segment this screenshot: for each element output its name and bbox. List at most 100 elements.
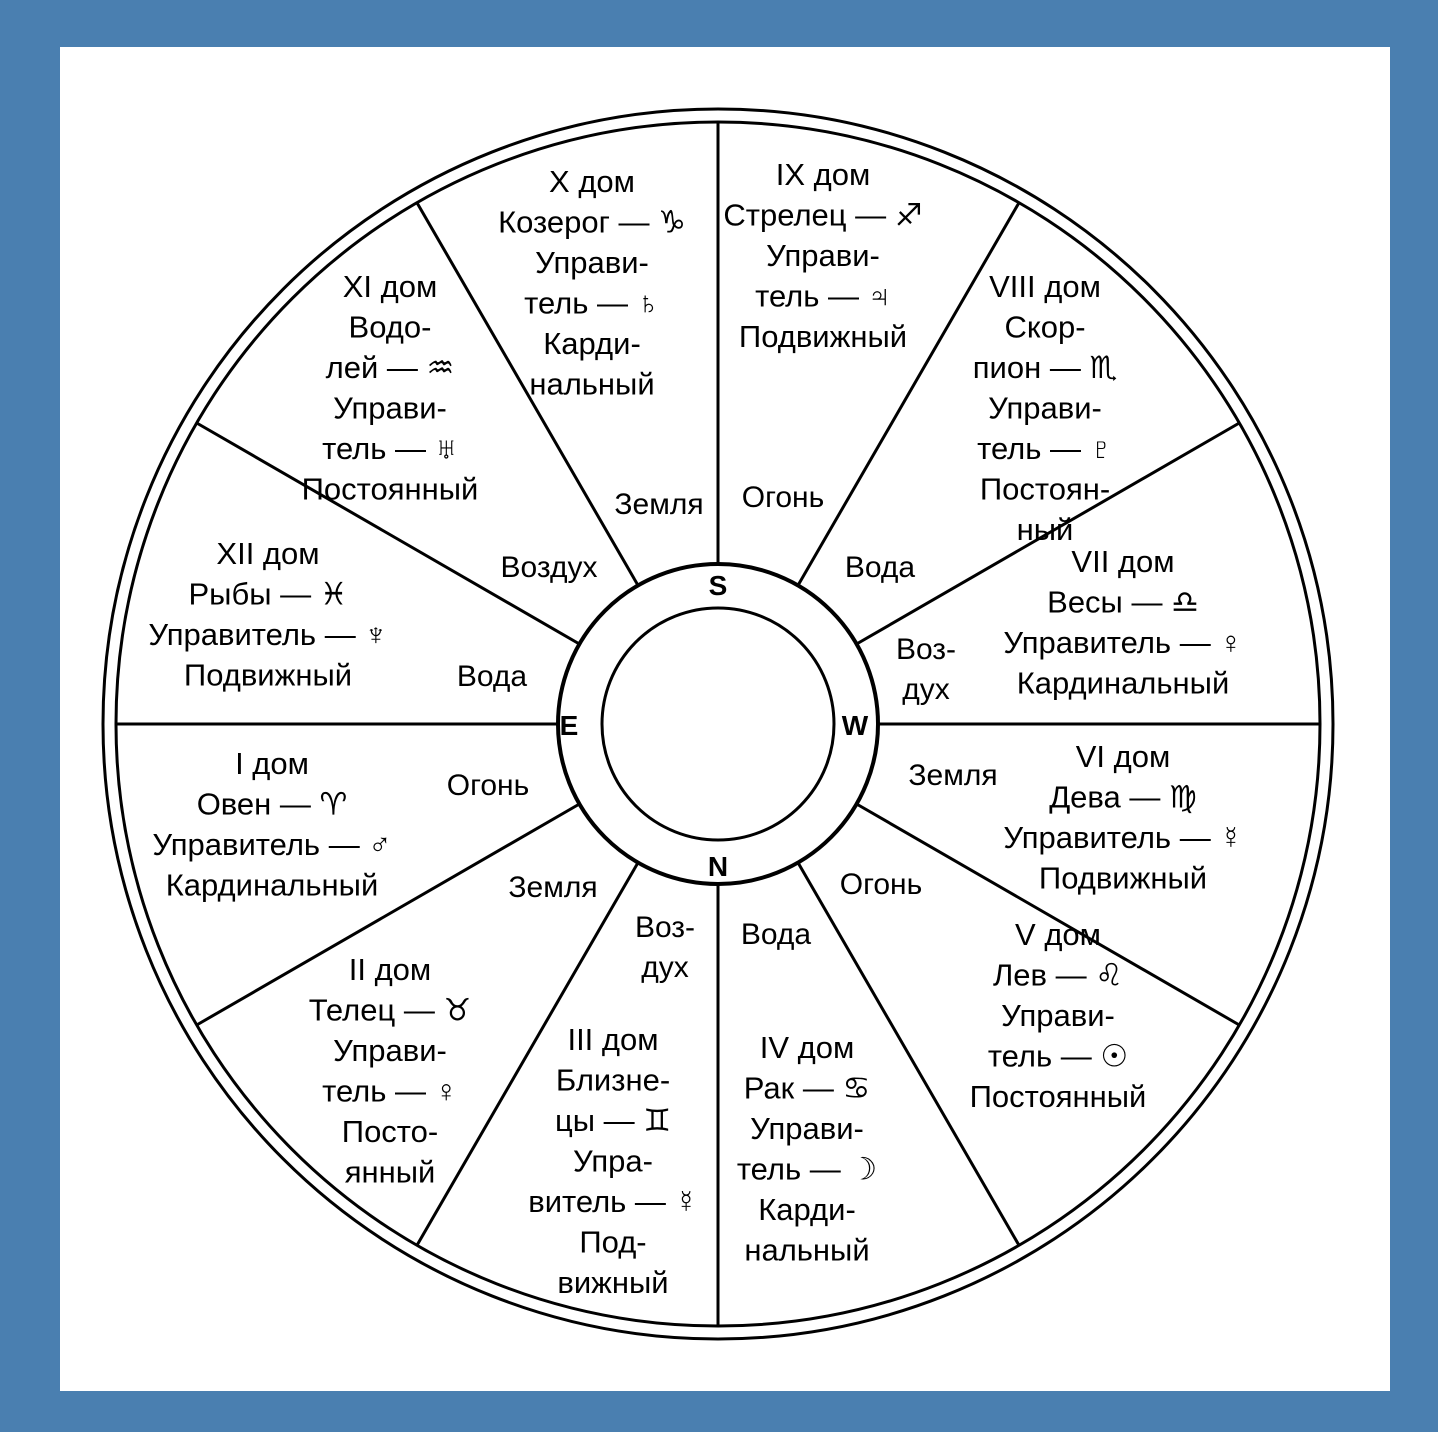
house-vi-element: Земля [908,759,997,792]
house-iii-line: Близне- [556,1063,670,1098]
house-viii-line: пион — ♏ [973,350,1117,385]
house-vii-element-part: Воз- [896,633,956,666]
house-v-element: Огонь [840,868,923,901]
house-xi-line: лей — ♒ [326,350,455,385]
house-v-line: Постоянный [970,1079,1147,1114]
house-xi-line: XI дом [343,269,438,304]
house-xi-line: Управи- [333,391,447,426]
house-divider [855,802,1241,1027]
house-iv-element-part: Вода [741,918,812,951]
house-iv-line: Карди- [758,1192,856,1227]
house-vii-line: VII дом [1071,544,1174,579]
house-ii-element-part: Земля [508,871,597,904]
house-v-line: Лев — ♌ [993,958,1123,993]
house-ix-line: Стрелец — ♐ [723,198,922,233]
house-viii-line: Управи- [988,391,1102,426]
house-i-line: I дом [235,746,309,781]
hub-ring-inner [600,606,836,842]
house-divider [195,802,581,1027]
house-ix-line: Подвижный [739,319,907,354]
house-xii-line: Управитель — ♆ [148,617,387,652]
house-x-line: тель — ♄ [524,286,660,321]
house-x-element-part: Земля [614,488,703,521]
house-divider [415,861,640,1247]
house-iii-element: Воз-дух [635,911,695,984]
house-iii-element-part: Воз- [635,911,695,944]
house-vii-element: Воз-дух [896,633,956,706]
house-xi-line: Водо- [349,310,432,345]
house-xii-line: XII дом [216,536,319,571]
house-vii-line: Весы — ♎ [1047,585,1199,620]
house-i-line: Кардинальный [166,868,379,903]
house-i-line: Управитель — ♂ [152,827,391,862]
house-iv-line: тель — ☽ [737,1152,877,1187]
house-xii-element-part: Вода [457,660,528,693]
house-viii-line: ный [1017,512,1074,547]
house-ix-line: тель — ♃ [755,279,891,314]
house-x-line: X дом [549,164,635,199]
house-iv-element: Вода [741,918,812,951]
house-divider [796,201,1021,587]
house-viii-line: VIII дом [989,269,1101,304]
house-vii-line: Кардинальный [1017,666,1230,701]
direction-labels: S W N E [560,570,869,882]
house-divider [796,861,1021,1247]
house-vii-line: Управитель — ♀ [1003,625,1242,660]
house-x-line: нальный [529,367,654,402]
house-ii-line: янный [345,1155,436,1190]
house-iv-line: Управи- [750,1111,864,1146]
house-iii-element-part: дух [641,951,689,984]
house-iii-line: Под- [579,1225,646,1260]
house-iv-line: нальный [744,1233,869,1268]
house-x-element: Земля [614,488,703,521]
house-divider [855,421,1241,646]
house-ii-element: Земля [508,871,597,904]
house-dividers [116,122,1320,1326]
house-viii-element: Вода [845,551,916,584]
house-i-element: Огонь [447,769,530,802]
house-ii-line: Управи- [333,1033,447,1068]
house-ii-line: тель — ♀ [322,1074,458,1109]
house-xi-line: тель — ♅ [322,431,458,466]
house-ii-line: Посто- [342,1114,438,1149]
direction-south: S [709,570,728,601]
house-iii-line: вижный [557,1265,668,1300]
house-v-line: V дом [1015,917,1101,952]
house-vi-line: VI дом [1076,739,1171,774]
house-i-element-part: Огонь [447,769,530,802]
house-iii-line: цы — ♊ [555,1103,671,1138]
house-vi-line: Дева — ♍ [1049,780,1197,815]
house-xi-element: Воздух [501,551,598,584]
house-vii-element-part: дух [902,673,950,706]
house-divider [415,201,640,587]
house-viii-line: Постоян- [980,472,1110,507]
house-ii-line: II дом [349,952,431,987]
house-xii-line: Подвижный [184,658,352,693]
house-v-line: Управи- [1001,998,1115,1033]
house-vi-element-part: Земля [908,759,997,792]
house-ix-element-part: Огонь [742,481,825,514]
house-vi-line: Подвижный [1039,861,1207,896]
house-ii-line: Телец — ♉ [309,993,472,1028]
house-xii-element: Вода [457,660,528,693]
house-iv-line: IV дом [760,1030,855,1065]
wheel-structure [101,107,1335,1341]
house-ix-element: Огонь [742,481,825,514]
house-iv-line: Рак — ♋ [744,1071,870,1106]
outer-ring-outer [101,107,1335,1341]
